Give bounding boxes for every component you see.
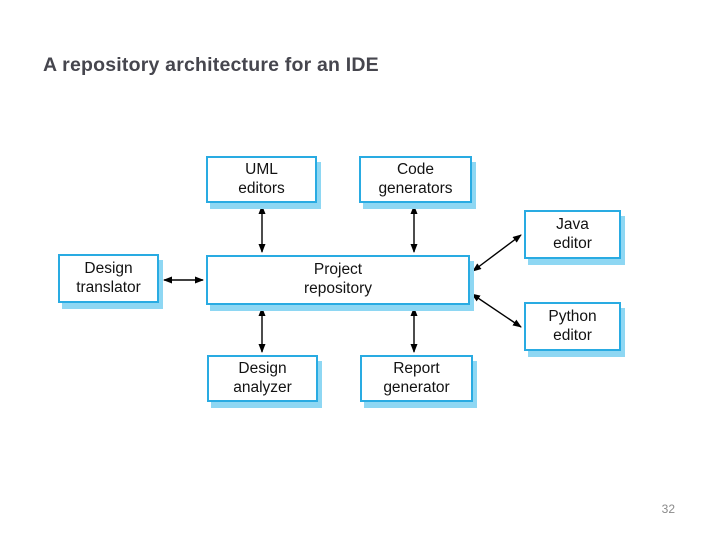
node-python-editor: Python editor <box>524 302 621 351</box>
node-uml-editors-label: UML editors <box>238 160 285 197</box>
node-java-editor-label: Java editor <box>553 215 592 252</box>
node-project-repository-label: Project repository <box>303 261 373 297</box>
node-code-generators: Code generators <box>359 156 472 203</box>
node-java-editor: Java editor <box>524 210 621 259</box>
node-uml-editors: UML editors <box>206 156 317 203</box>
node-report-generator: Report generator <box>360 355 473 402</box>
node-python-editor-label: Python editor <box>548 307 597 344</box>
node-report-generator-label: Report generator <box>383 359 450 396</box>
node-code-generators-label: Code generators <box>378 160 453 197</box>
arrow-project-repository-java-editor <box>472 234 522 272</box>
slide-title: A repository architecture for an IDE <box>43 54 379 76</box>
node-project-repository: Project repository <box>206 255 470 305</box>
page-number: 32 <box>661 502 675 516</box>
node-design-analyzer-label: Design analyzer <box>233 359 292 396</box>
node-design-translator: Design translator <box>58 254 159 303</box>
arrow-project-repository-python-editor <box>471 293 522 328</box>
node-design-analyzer: Design analyzer <box>207 355 318 402</box>
node-design-translator-label: Design translator <box>76 259 141 296</box>
